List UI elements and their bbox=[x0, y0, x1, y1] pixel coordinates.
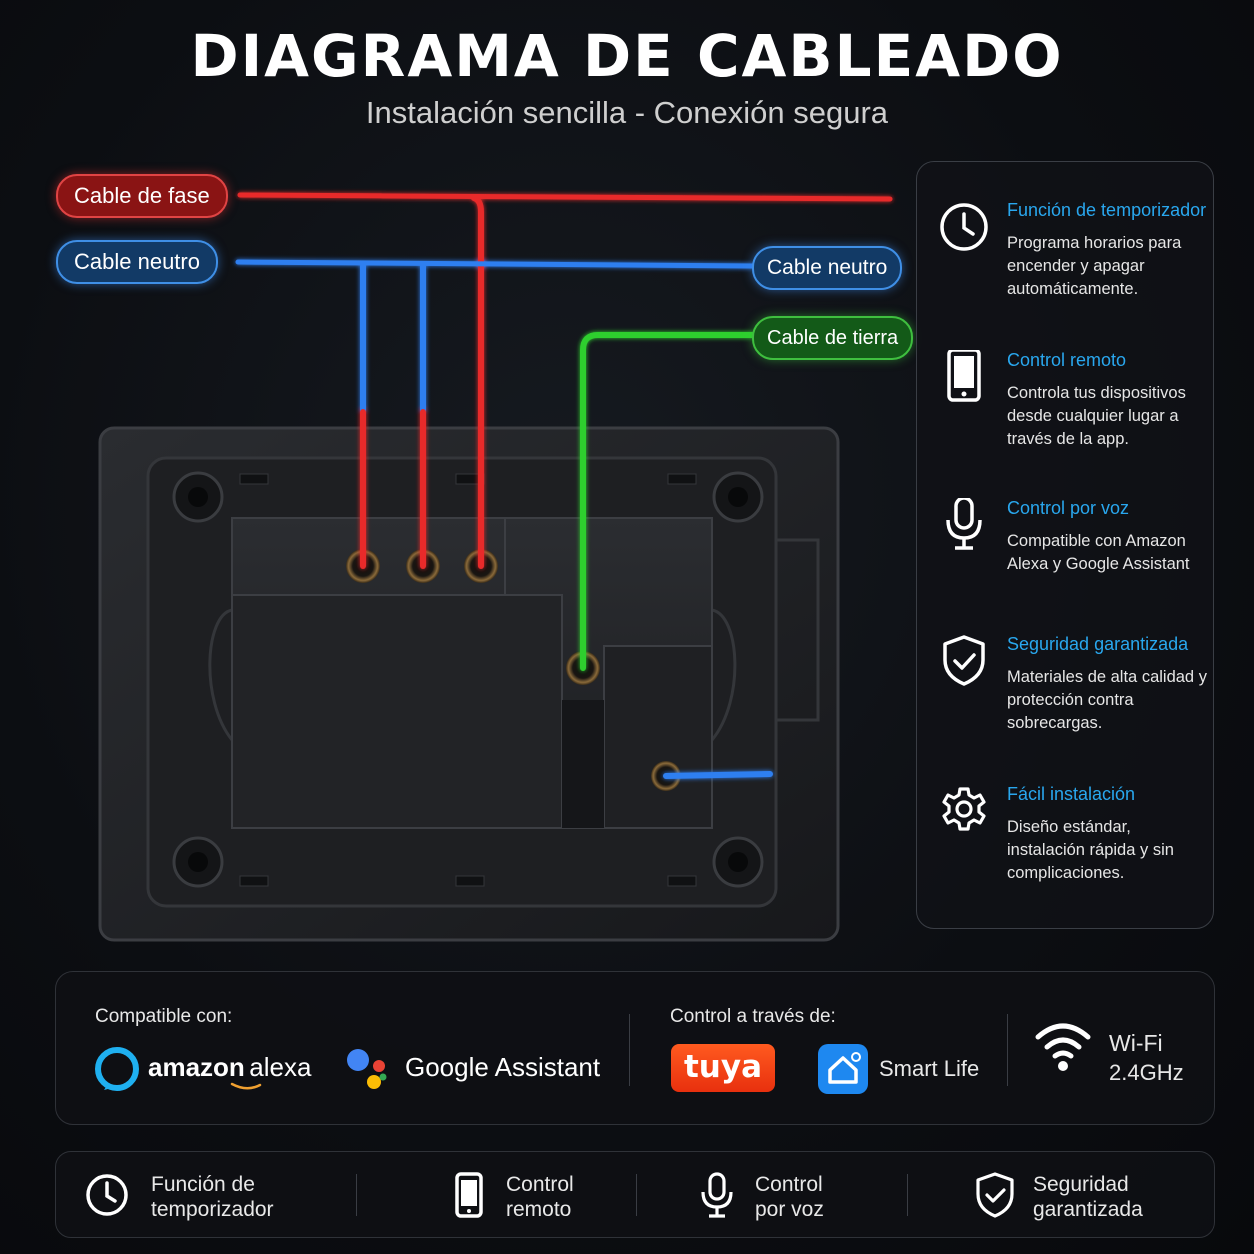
compatible-label: Compatible con: bbox=[95, 1006, 233, 1027]
page-title: DIAGRAMA DE CABLEADO bbox=[190, 22, 1064, 90]
phase-wire-drop bbox=[471, 195, 484, 569]
bottom-item-line2: remoto bbox=[506, 1198, 572, 1221]
page-subtitle: Instalación sencilla - Conexión segura bbox=[365, 95, 889, 130]
feature-title: Seguridad garantizada bbox=[1007, 634, 1189, 654]
smart-life-label: Smart Life bbox=[879, 1056, 980, 1081]
neutral-cable-label-right: Cable neutro bbox=[752, 246, 903, 290]
mounting-hole-br bbox=[712, 836, 764, 888]
mounting-hole-tl bbox=[172, 471, 224, 523]
mounting-hole-bl bbox=[172, 836, 224, 888]
divider bbox=[907, 1174, 908, 1216]
bottom-item-line1: Función de bbox=[151, 1173, 255, 1196]
divider bbox=[1007, 1014, 1008, 1086]
wifi-icon bbox=[1035, 1023, 1091, 1071]
feature-title: Fácil instalación bbox=[1007, 784, 1136, 804]
microphone-icon bbox=[701, 1172, 733, 1218]
alexa-logo-text: amazon alexa bbox=[148, 1052, 311, 1083]
alexa-amazon-word: amazon bbox=[148, 1052, 245, 1082]
bottom-item-line2: por voz bbox=[755, 1198, 824, 1221]
amazon-smile-icon bbox=[230, 1082, 262, 1090]
shield-check-icon bbox=[943, 635, 985, 686]
clock-icon bbox=[940, 203, 988, 251]
phase-wire-main bbox=[237, 192, 893, 202]
divider bbox=[629, 1014, 630, 1086]
bottom-item-line1: Control bbox=[506, 1173, 574, 1196]
ground-cable-label: Cable de tierra bbox=[752, 316, 914, 360]
divider bbox=[356, 1174, 357, 1216]
feature-description: Diseño estándar, instalación rápida y si… bbox=[1007, 818, 1174, 882]
feature-description: Compatible con Amazon Alexa y Google Ass… bbox=[1007, 532, 1190, 573]
bottom-item-line1: Control bbox=[755, 1173, 823, 1196]
compatibility-bar: Compatible con: amazon alexa Google Assi… bbox=[55, 971, 1215, 1125]
google-assistant-label: Google Assistant bbox=[405, 1052, 601, 1082]
wifi-band-label: 2.4GHz bbox=[1109, 1060, 1184, 1085]
smartphone-icon bbox=[455, 1172, 483, 1218]
control-via-label: Control a través de: bbox=[670, 1006, 836, 1027]
mounting-hole-tr bbox=[712, 471, 764, 523]
features-panel: Función de temporizador Programa horario… bbox=[916, 161, 1214, 929]
neutral-cable-label-left: Cable neutro bbox=[56, 240, 218, 284]
feature-title: Control remoto bbox=[1007, 350, 1127, 370]
bottom-item-line2: temporizador bbox=[151, 1198, 274, 1221]
clock-icon bbox=[86, 1174, 128, 1216]
gear-icon bbox=[942, 787, 986, 831]
divider bbox=[636, 1174, 637, 1216]
feature-description: Materiales de alta calidad y protección … bbox=[1007, 668, 1207, 732]
bottom-item-line1: Seguridad bbox=[1033, 1173, 1129, 1196]
google-assistant-icon bbox=[347, 1049, 387, 1089]
feature-description: Programa horarios para encender y apagar… bbox=[1007, 234, 1182, 298]
feature-description: Controla tus dispositivos desde cualquie… bbox=[1007, 384, 1186, 448]
smartphone-icon bbox=[947, 350, 981, 402]
tuya-logo: tuya bbox=[671, 1044, 775, 1092]
shield-check-icon bbox=[976, 1172, 1014, 1218]
ground-wire bbox=[580, 332, 755, 671]
wiring-diagram bbox=[98, 192, 893, 942]
feature-title: Función de temporizador bbox=[1007, 200, 1207, 220]
phase-cable-label: Cable de fase bbox=[56, 174, 228, 218]
alexa-logo-icon bbox=[95, 1047, 139, 1091]
bottom-item-line2: garantizada bbox=[1033, 1198, 1143, 1221]
wifi-label: Wi-Fi bbox=[1109, 1030, 1163, 1056]
load-neutral-wire bbox=[663, 771, 773, 779]
neutral-wire-main bbox=[235, 259, 755, 269]
microphone-icon bbox=[946, 498, 982, 550]
feature-title: Control por voz bbox=[1007, 498, 1130, 518]
smart-life-app-icon bbox=[818, 1044, 868, 1094]
alexa-word: alexa bbox=[249, 1052, 312, 1082]
